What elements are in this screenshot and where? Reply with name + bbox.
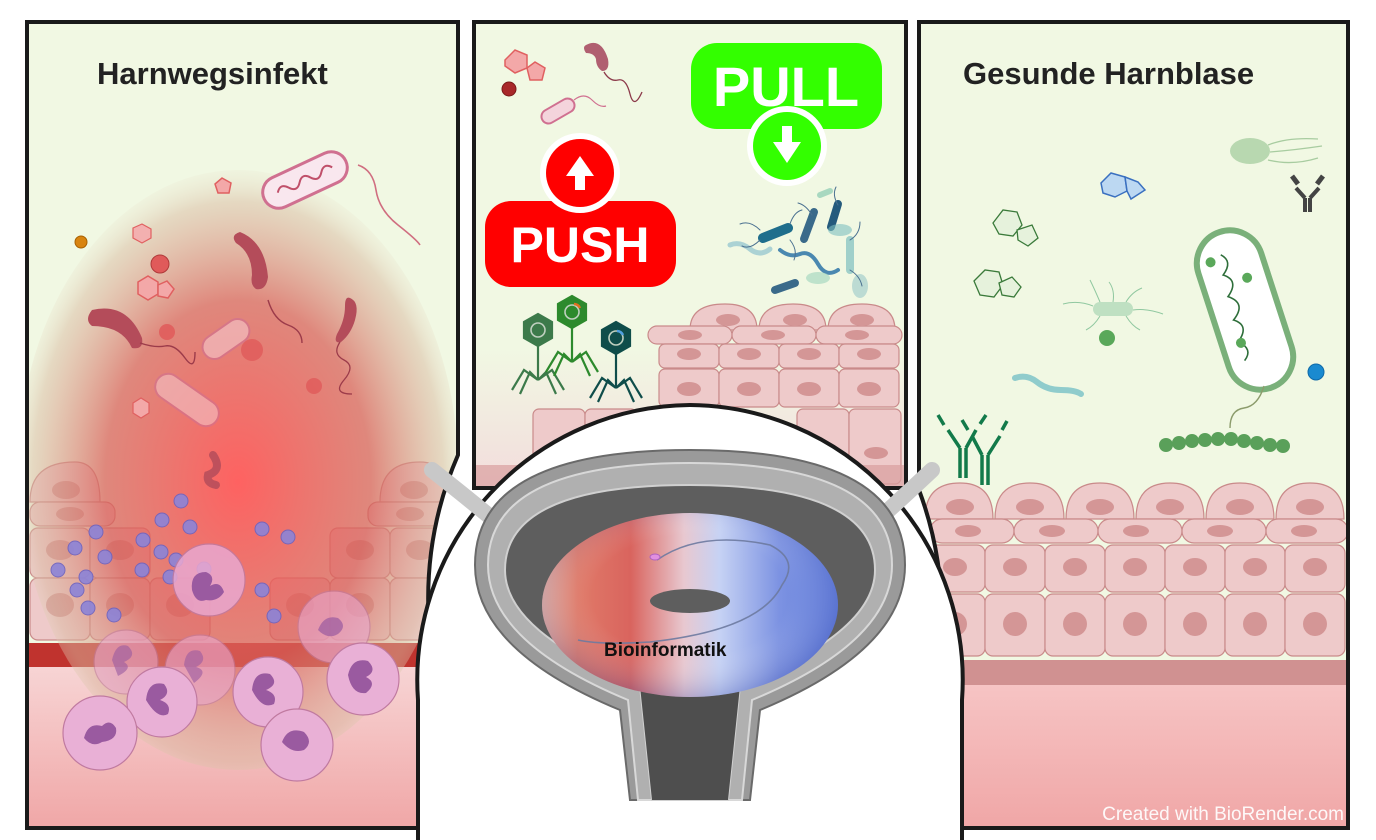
neutrophils (62, 543, 400, 782)
cell-nuclei (943, 499, 1327, 636)
red-particle-icon (150, 254, 170, 274)
trajectory-start-marker (649, 553, 661, 561)
hexagon-molecule-icon (132, 223, 152, 244)
neutrophil-icon (260, 708, 334, 782)
streptococcus-chain-icon (1159, 432, 1290, 453)
antibody-cluster-icon (936, 414, 1009, 485)
flagellated-bacterium-icon (154, 372, 220, 428)
neutrophil-icon (126, 666, 198, 738)
panel-healthy-bladder (919, 22, 1348, 828)
push-badge: PUSH (485, 133, 676, 287)
bacteriophage-icon (589, 320, 643, 403)
red-particle-icon (501, 81, 517, 97)
neutrophil-icon (62, 695, 138, 771)
biorender-credit: Created with BioRender.com (1102, 804, 1344, 825)
cytokine-particles (50, 493, 296, 624)
pull-badge: PULL (691, 43, 882, 186)
arrow-up-icon (566, 156, 594, 190)
hexagon-molecule-icon (992, 209, 1023, 237)
neutrophil-icon (172, 543, 246, 617)
bacteria-group (88, 150, 421, 489)
commensal-bacteria-cluster (727, 186, 868, 298)
pull-pill (691, 43, 882, 129)
flagellum (357, 164, 421, 246)
pentagon-molecule-icon (214, 177, 232, 194)
submucosa-tissue (919, 660, 1348, 828)
vibrio-bacterium-icon (88, 308, 143, 349)
pathogen-icons (501, 42, 643, 125)
neutrophil-icon (326, 642, 400, 716)
push-label: PUSH (511, 217, 650, 273)
panel-infection (27, 22, 458, 828)
hexagon-molecule-icon (137, 275, 159, 301)
blue-particle-icon (1307, 363, 1325, 381)
basement-membrane (919, 660, 1348, 685)
panel-title-healthy: Gesunde Harnblase (963, 56, 1255, 91)
rod-bacterium-icon (758, 223, 793, 243)
antibody-icon (1290, 174, 1325, 212)
push-pill (485, 201, 676, 287)
bacteriophage-icon (545, 294, 599, 377)
bacteriophage-icon (511, 312, 565, 395)
molecules (74, 177, 322, 419)
bladder-outline-arc (415, 402, 965, 840)
arrow-down-icon (773, 126, 801, 163)
flagellated-coccus-icon (1230, 137, 1323, 164)
particle-orange-icon (74, 235, 88, 249)
healthy-microbes (936, 137, 1325, 485)
torus-hole (650, 589, 730, 613)
vibrio-bacterium-icon (335, 297, 357, 343)
bladder-illustration (415, 402, 965, 840)
vibrio-bacterium-icon (233, 232, 268, 290)
flagellated-bacterium-icon (261, 150, 349, 210)
panel-title-infection: Harnwegsinfekt (97, 56, 328, 91)
neutrophil-icon (232, 656, 304, 728)
bacteriophages (511, 294, 643, 403)
flagellated-bacterium-icon (201, 317, 251, 361)
flagellated-bacterium-icon (540, 97, 576, 125)
fimbriated-bacterium-icon (1062, 279, 1164, 346)
cell-nuclei (677, 314, 888, 459)
spirillum-bacterium-icon (1012, 373, 1084, 397)
vibrio-bacterium-icon (584, 42, 609, 71)
trajectory-line (577, 539, 790, 644)
rod-bacterium-with-dna-icon (1193, 227, 1297, 393)
center-label-bioinformatics: Bioinformatik (604, 640, 727, 661)
